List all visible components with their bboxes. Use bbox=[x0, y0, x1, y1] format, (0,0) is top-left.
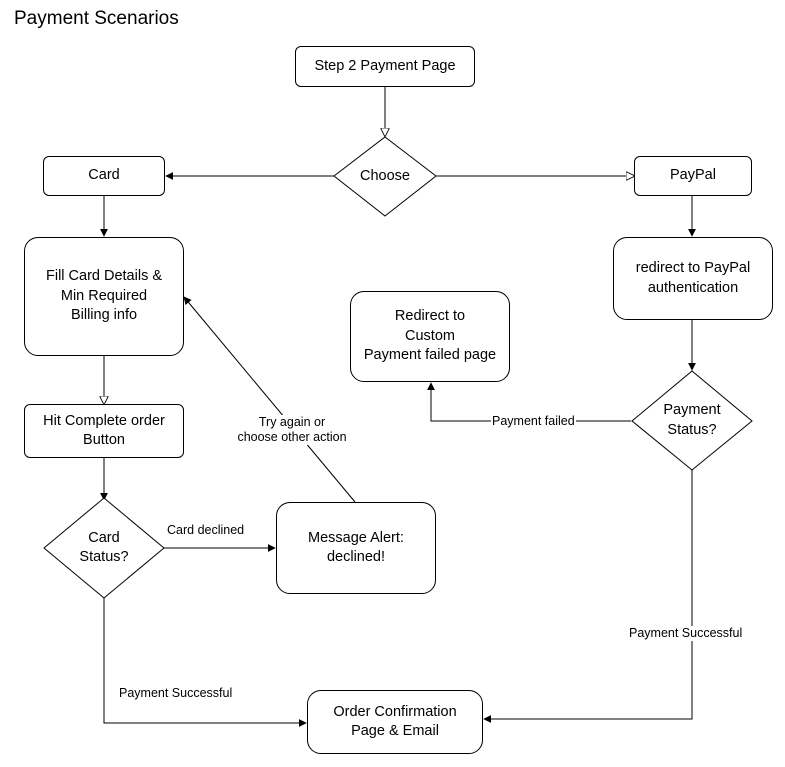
redirect-paypal-auth-node: redirect to PayPal authentication bbox=[613, 237, 773, 320]
message-alert-node: Message Alert: declined! bbox=[276, 502, 436, 594]
step2-payment-page-node: Step 2 Payment Page bbox=[295, 46, 475, 87]
choose-decision: Choose bbox=[360, 167, 410, 184]
choose-diamond-shape bbox=[333, 136, 437, 217]
payment-status-decision: Payment Status? bbox=[663, 402, 721, 438]
card-status-diamond-shape bbox=[43, 497, 165, 599]
edge-cardstatus-order bbox=[103, 598, 307, 727]
edge-paystatus-order bbox=[483, 470, 693, 723]
payment-successful-card-label: Payment Successful bbox=[118, 686, 234, 701]
try-again-label: Try again or choose other action bbox=[225, 415, 359, 445]
diagram-title: Payment Scenarios bbox=[14, 8, 179, 29]
card-status-decision: Card Status? bbox=[79, 529, 129, 566]
order-confirmation-node: Order Confirmation Page & Email bbox=[307, 690, 483, 754]
payment-successful-paypal-label: Payment Successful bbox=[628, 626, 744, 641]
payment-status-diamond-shape bbox=[631, 370, 753, 471]
card-declined-label: Card declined bbox=[166, 523, 246, 538]
hit-complete-order-node: Hit Complete order Button bbox=[24, 404, 184, 458]
redirect-failed-page-node: Redirect to Custom Payment failed page bbox=[350, 291, 510, 382]
edge-alert-fill bbox=[183, 296, 356, 503]
fill-card-details-node: Fill Card Details & Min Required Billing… bbox=[24, 237, 184, 356]
card-node: Card bbox=[43, 156, 165, 196]
payment-failed-label: Payment failed bbox=[491, 414, 576, 429]
paypal-node: PayPal bbox=[634, 156, 752, 196]
